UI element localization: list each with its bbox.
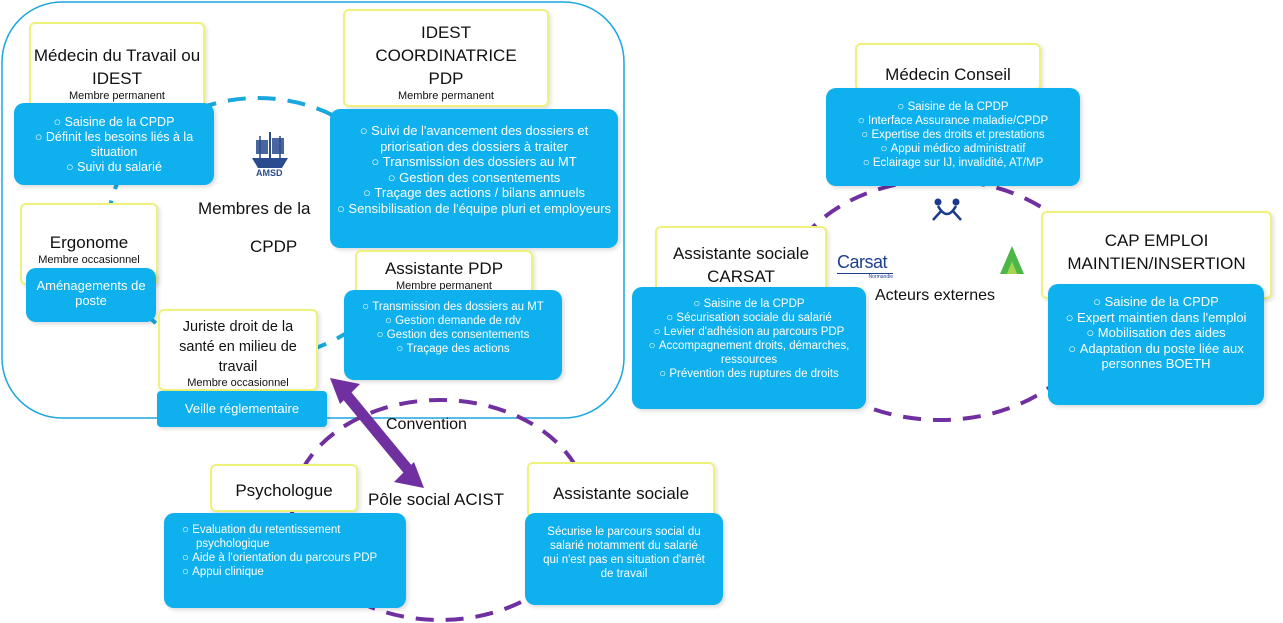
idest-coordinatrice-title: IDEST COORDINATRICE PDP Membre permanent xyxy=(343,9,549,107)
carsat-logo-sub: Normandie xyxy=(837,273,893,280)
psychologue-box: Evaluation du retentissement psychologiq… xyxy=(164,513,406,608)
medecin-travail-title-text: Médecin du Travail ou IDEST xyxy=(33,46,201,88)
people-icon xyxy=(932,198,962,221)
assistante-sociale-box: Sécurise le parcours social du salarié n… xyxy=(525,513,723,605)
list-item: Evaluation du retentissement psychologiq… xyxy=(182,523,396,551)
juriste-title-text: Juriste droit de la santé en milieu de t… xyxy=(179,319,297,375)
list-item: Gestion des consentements xyxy=(336,170,612,186)
list-item: Sensibilisation de l'équipe pluri et emp… xyxy=(336,201,612,217)
pole-social-label: Pôle social ACIST xyxy=(368,490,505,509)
assistante-carsat-title-text: Assistante sociale CARSAT xyxy=(672,244,810,286)
juriste-title: Juriste droit de la santé en milieu de t… xyxy=(158,309,318,391)
amsd-logo-text: AMSD xyxy=(256,168,283,178)
cpdp-label-line2: CPDP xyxy=(250,237,298,256)
medecin-conseil-title: Médecin Conseil xyxy=(855,43,1041,91)
list-item: Saisine de la CPDP xyxy=(638,297,860,311)
list-item: Appui clinique xyxy=(182,565,396,579)
cpdp-label: Membres de la CPDP xyxy=(198,190,328,266)
juriste-member: Membre occasionnel xyxy=(187,377,289,389)
list-item: Gestion demande de rdv xyxy=(350,314,556,328)
list-item: Levier d'adhésion au parcours PDP xyxy=(638,325,860,339)
ergonome-title-text: Ergonome xyxy=(49,233,129,252)
medecin-conseil-box: Saisine de la CPDP Interface Assurance m… xyxy=(826,88,1080,186)
cap-emploi-logo xyxy=(998,244,1026,281)
assistante-pdp-member: Membre permanent xyxy=(396,280,492,292)
juriste-item: Veille réglementaire xyxy=(184,401,300,416)
list-item: Saisine de la CPDP xyxy=(20,115,208,130)
list-item: Expertise des droits et prestations xyxy=(832,128,1074,142)
carsat-logo-text: Carsat xyxy=(837,252,888,272)
medecin-travail-member: Membre permanent xyxy=(69,90,165,102)
list-item: Sécurisation sociale du salarié xyxy=(638,311,860,325)
ergonome-box: Aménagements de poste xyxy=(26,268,156,322)
list-item: Aide à l'orientation du parcours PDP xyxy=(182,551,396,565)
acteurs-externes-label: Acteurs externes xyxy=(875,287,996,304)
list-item: Prévention des ruptures de droits xyxy=(638,367,860,381)
list-item: Gestion des consentements xyxy=(350,328,556,342)
convention-label: Convention xyxy=(386,416,467,433)
assistante-carsat-title: Assistante sociale CARSAT xyxy=(655,226,827,292)
list-item: Suivi du salarié xyxy=(20,160,208,175)
assistante-carsat-box: Saisine de la CPDP Sécurisation sociale … xyxy=(632,287,866,409)
list-item: Transmission des dossiers au MT xyxy=(336,154,612,170)
list-item: Adaptation du poste liée aux personnes B… xyxy=(1054,341,1258,372)
ergonome-member: Membre occasionnel xyxy=(38,254,140,266)
assistante-sociale-text: Sécurise le parcours social du salarié n… xyxy=(543,526,705,580)
list-item: Interface Assurance maladie/CPDP xyxy=(832,114,1074,128)
list-item: Traçage des actions xyxy=(350,342,556,356)
list-item: Définit les besoins liés à la situation xyxy=(20,130,208,160)
cap-emploi-title-text: CAP EMPLOI MAINTIEN/INSERTION xyxy=(1067,231,1246,273)
carsat-logo: Carsat Normandie xyxy=(837,252,893,280)
ship-icon xyxy=(252,132,288,168)
assistante-pdp-box: Transmission des dossiers au MT Gestion … xyxy=(344,290,562,380)
cap-emploi-box: Saisine de la CPDP Expert maintien dans … xyxy=(1048,284,1264,405)
list-item: Saisine de la CPDP xyxy=(1054,294,1258,310)
list-item: Accompagnement droits, démarches, ressou… xyxy=(638,339,860,367)
list-item: Traçage des actions / bilans annuels xyxy=(336,185,612,201)
list-item: Transmission des dossiers au MT xyxy=(350,300,556,314)
convention-arrow xyxy=(330,378,424,488)
cap-emploi-logo-icon xyxy=(1000,246,1024,274)
assistante-sociale-title-text: Assistante sociale xyxy=(552,484,690,503)
list-item: Eclairage sur IJ, invalidité, AT/MP xyxy=(832,156,1074,170)
idest-coordinatrice-title-text: IDEST COORDINATRICE PDP xyxy=(375,23,517,88)
list-item: Suivi de l'avancement des dossiers et pr… xyxy=(336,123,612,154)
psychologue-title-text: Psychologue xyxy=(235,481,333,500)
ergonome-item: Aménagements de poste xyxy=(36,278,146,308)
medecin-conseil-title-text: Médecin Conseil xyxy=(885,65,1011,84)
cpdp-label-line1: Membres de la xyxy=(198,199,311,218)
juriste-box: Veille réglementaire xyxy=(157,391,327,427)
amsd-logo: AMSD xyxy=(248,128,292,180)
list-item: Saisine de la CPDP xyxy=(832,100,1074,114)
list-item: Expert maintien dans l'emploi xyxy=(1054,310,1258,326)
idest-coordinatrice-member: Membre permanent xyxy=(398,90,494,102)
assistante-pdp-title-text: Assistante PDP xyxy=(384,259,504,278)
idest-coordinatrice-box: Suivi de l'avancement des dossiers et pr… xyxy=(330,109,618,248)
assurance-maladie-logo xyxy=(930,196,964,229)
medecin-travail-title: Médecin du Travail ou IDEST Membre perma… xyxy=(29,22,205,108)
list-item: Mobilisation des aides xyxy=(1054,325,1258,341)
assistante-sociale-title: Assistante sociale xyxy=(527,462,715,518)
medecin-travail-box: Saisine de la CPDP Définit les besoins l… xyxy=(14,103,214,185)
list-item: Appui médico administratif xyxy=(832,142,1074,156)
psychologue-title: Psychologue xyxy=(210,464,358,512)
